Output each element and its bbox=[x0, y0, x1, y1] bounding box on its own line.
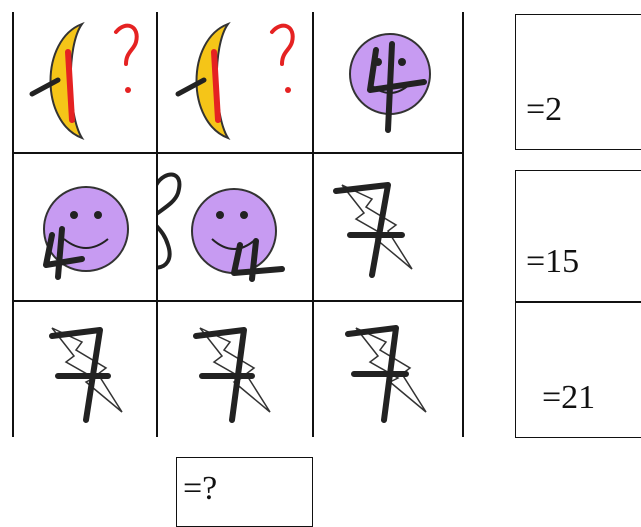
dash-stroke bbox=[29, 77, 61, 97]
digit-7-stroke bbox=[333, 182, 405, 278]
question-mark bbox=[114, 23, 139, 66]
digit-7-stroke bbox=[193, 327, 255, 423]
question-label: =? bbox=[183, 470, 218, 507]
dash-stroke bbox=[175, 77, 207, 97]
digit-4-stroke bbox=[43, 226, 85, 280]
grid-line-v4 bbox=[462, 12, 464, 437]
row1-total-box: =2 bbox=[515, 14, 641, 150]
row3-total: =21 bbox=[542, 379, 596, 416]
smiley-icon bbox=[43, 186, 129, 272]
digit-4-stroke bbox=[367, 41, 427, 133]
cell-moon-2 bbox=[158, 10, 304, 152]
question-box: =? bbox=[176, 457, 313, 527]
moon-icon bbox=[195, 21, 231, 141]
cell-lightning-1 bbox=[314, 155, 460, 297]
digit-7-stroke bbox=[345, 325, 409, 423]
cell-eight-link bbox=[158, 155, 304, 297]
grid-line-v3 bbox=[312, 12, 314, 437]
digit-7-stroke bbox=[49, 327, 111, 423]
digit-1-stroke bbox=[211, 49, 221, 123]
lightning-icon bbox=[51, 327, 123, 413]
question-mark bbox=[270, 23, 295, 66]
lightning-icon bbox=[199, 327, 271, 413]
row1-total: =2 bbox=[526, 91, 563, 128]
cell-lightning-2 bbox=[12, 302, 158, 444]
cell-smiley-1 bbox=[314, 10, 460, 152]
grid-line-h1 bbox=[12, 152, 463, 154]
digit-4-stroke bbox=[231, 238, 285, 282]
lightning-icon bbox=[341, 184, 413, 270]
cell-moon-1 bbox=[12, 10, 158, 152]
digit-1-stroke bbox=[65, 49, 75, 123]
cell-lightning-3 bbox=[158, 302, 304, 444]
row2-total: =15 bbox=[526, 243, 580, 280]
grid-line-h2 bbox=[12, 300, 463, 302]
moon-icon bbox=[49, 21, 85, 141]
row3-total-box: =21 bbox=[515, 302, 641, 438]
grid-line-v1 bbox=[12, 12, 14, 437]
cell-smiley-2 bbox=[12, 155, 158, 297]
grid-line-v2 bbox=[156, 12, 158, 437]
cell-lightning-4 bbox=[314, 302, 460, 444]
row2-total-box: =15 bbox=[515, 170, 641, 302]
